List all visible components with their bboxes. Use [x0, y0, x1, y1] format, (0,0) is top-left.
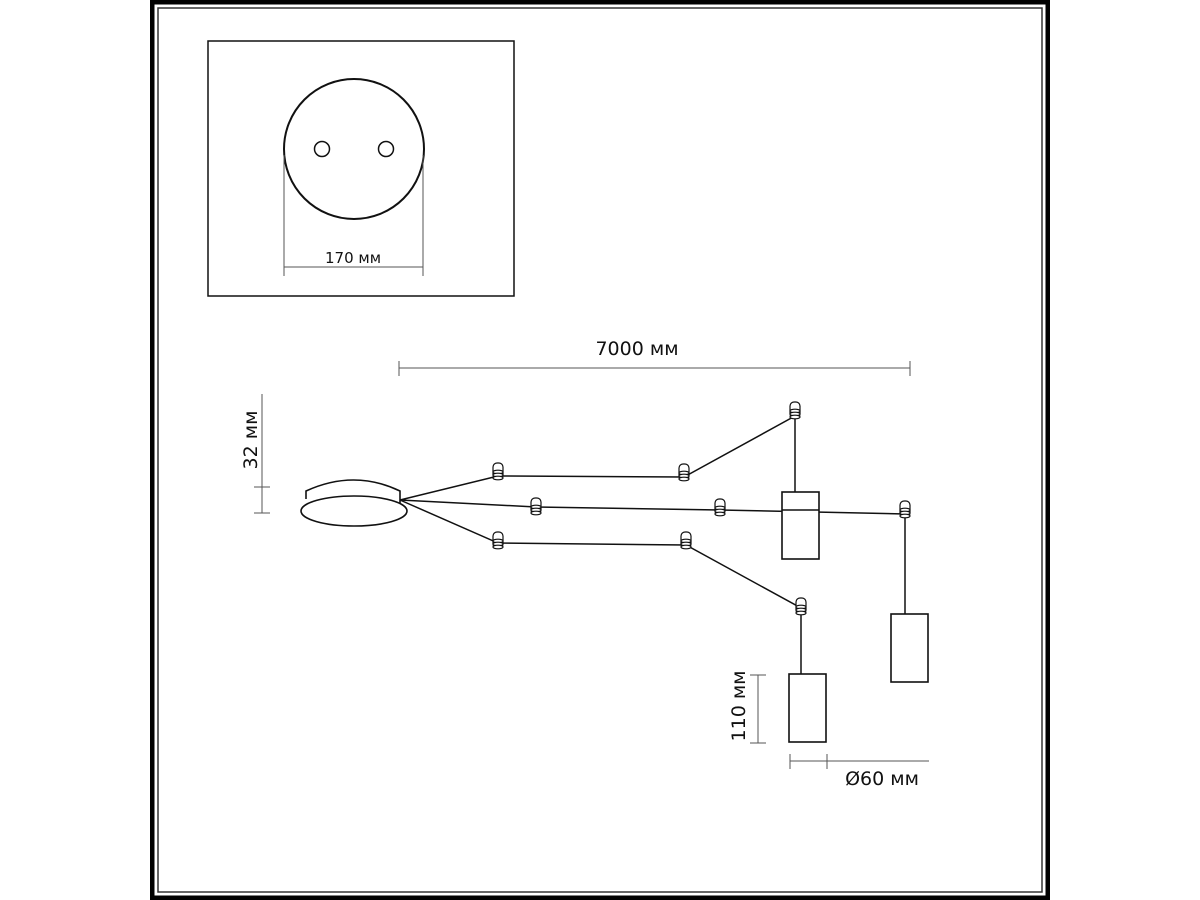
mount-hole-left [313, 140, 331, 158]
shade-diameter-dimension [789, 754, 929, 769]
shade-height-dimension [750, 674, 766, 744]
shade-diameter-label: Ø60 мм [845, 768, 919, 790]
frame-outer [150, 0, 1050, 900]
canopy-height-label: 32 мм [240, 411, 262, 470]
cable-hook-icon [795, 597, 807, 616]
cable-hook-icon [530, 497, 542, 516]
cable-hook-icon [492, 462, 504, 481]
canopy-diameter-dimension [283, 155, 424, 276]
cable-hook-icon [680, 531, 692, 550]
cables [399, 414, 906, 674]
drawing-frame: 170 мм 7000 мм 32 мм [150, 0, 1050, 900]
cable-hooks [492, 401, 911, 616]
cable-middle [399, 499, 906, 614]
cable-hook-icon [789, 401, 801, 420]
frame-inner [157, 7, 1043, 893]
canopy-diameter-label: 170 мм [325, 249, 381, 267]
cable-upper [399, 414, 796, 501]
canopy-view-box [207, 40, 515, 297]
shade-height-label: 110 мм [728, 671, 750, 742]
mount-hole-right [377, 140, 395, 158]
canopy-top-view: 170 мм [207, 40, 515, 297]
pendant-shade-3 [788, 673, 827, 743]
cable-hook-icon [714, 498, 726, 517]
cable-hook-icon [678, 463, 690, 482]
cable-hook-icon [899, 500, 911, 519]
pendant-shade-2 [890, 613, 929, 683]
cable-length-dimension [398, 361, 911, 376]
pendant-shade-1 [781, 491, 820, 560]
cable-hook-icon [492, 531, 504, 550]
canopy-side-view [300, 479, 408, 527]
cable-length-label: 7000 мм [595, 338, 678, 360]
pendants [781, 491, 929, 743]
cable-lower [399, 499, 802, 674]
canopy-height-dimension [254, 394, 270, 514]
canopy-circle [283, 78, 425, 220]
